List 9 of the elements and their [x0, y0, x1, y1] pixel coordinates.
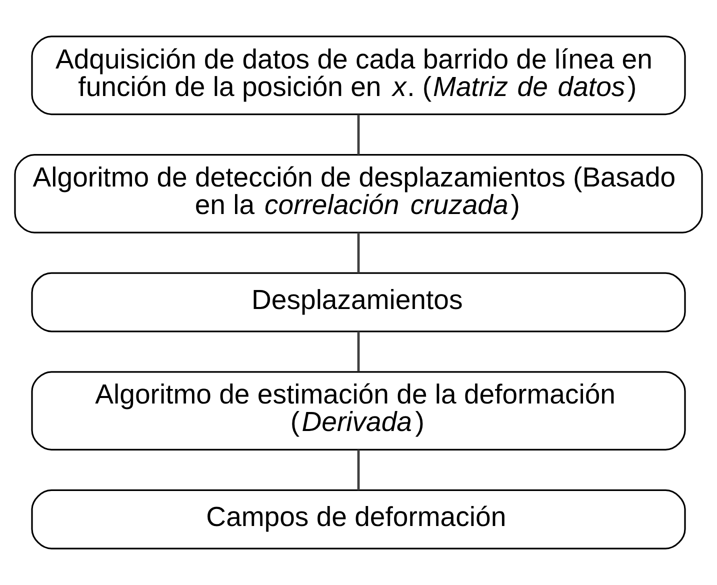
connector [357, 332, 360, 372]
connector [357, 232, 360, 273]
node-box: Adquisición de datos de cada barrido de línea en función de la posición en x. (Matriz de datos) [31, 36, 686, 116]
node-box: Desplazamientos [31, 272, 686, 332]
node-box: Campos de deformación [31, 489, 686, 550]
node-box: Algoritmo de detección de desplazamientos (Basado en la correlación cruzada) [14, 154, 703, 234]
node-box: Algoritmo de estimación de la deformación (Derivada) [31, 371, 686, 450]
connector [357, 450, 360, 490]
connector [357, 114, 360, 155]
